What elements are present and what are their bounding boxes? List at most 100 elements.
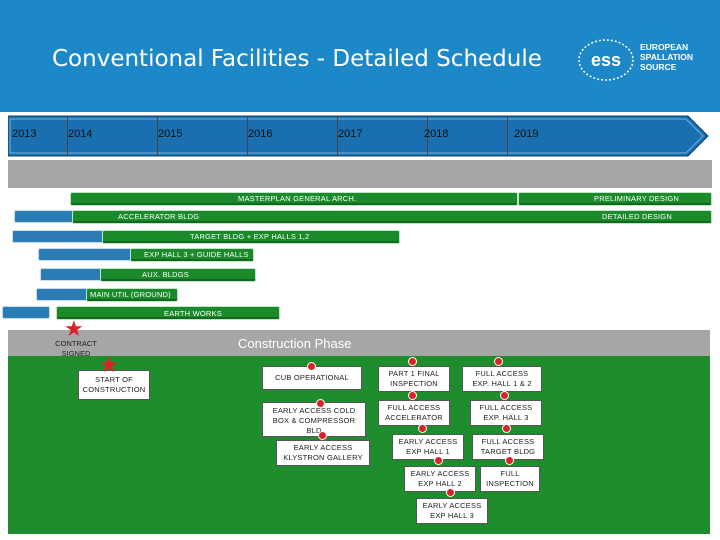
full-inspection-line-1: FULL: [500, 469, 520, 478]
exp-hall3-lead-bar: [38, 248, 132, 261]
logo-mark: ess: [591, 50, 621, 70]
detailed-design-label: DETAILED DESIGN: [602, 212, 672, 221]
early-cold-line-1: EARLY ACCESS COLD: [272, 406, 356, 415]
earth-works-bar: [56, 306, 280, 320]
full-accel-line-2: ACCELERATOR: [385, 413, 443, 422]
start-construction-line-2: CONSTRUCTION: [82, 385, 146, 394]
early-exp1-line-1: EARLY ACCESS: [398, 437, 458, 446]
logo-line-3: SOURCE: [640, 62, 677, 72]
aux-bldgs-lead-bar: [40, 268, 102, 281]
full-access-accelerator-dot-icon: [408, 391, 417, 400]
full-accel-line-1: FULL ACCESS: [387, 403, 441, 412]
full-exp3-line-2: EXP. HALL 3: [483, 413, 529, 422]
aux-bldgs-bar: [100, 268, 256, 282]
early-exp-hall1-dot-icon: [418, 424, 427, 433]
year-2013: 2013: [12, 128, 37, 140]
early-exp-hall2-dot-icon: [434, 456, 443, 465]
early-exp1-line-2: EXP HALL 1: [406, 447, 450, 456]
tick-2018: [427, 116, 428, 156]
full-target-line-2: TARGET BLDG: [480, 447, 536, 456]
earth-works-label: EARTH WORKS: [164, 309, 222, 318]
earth-works-lead-bar: [2, 306, 50, 319]
contract-signed-line-2: SIGNED: [61, 349, 91, 358]
accelerator-bldg-bar: [72, 210, 712, 224]
tick-2015: [157, 116, 158, 156]
year-2016: 2016: [248, 128, 273, 140]
full-exp12-line-2: EXP. HALL 1 & 2: [472, 379, 532, 388]
exp-hall3-label: EXP HALL 3 + GUIDE HALLS: [144, 250, 249, 259]
year-2017: 2017: [338, 128, 363, 140]
aux-bldgs-label: AUX. BLDGS: [142, 270, 190, 279]
preliminary-design-label: PRELIMINARY DESIGN: [594, 194, 680, 203]
logo-line-1: EUROPEAN: [640, 42, 689, 52]
full-target-line-1: FULL ACCESS: [481, 437, 535, 446]
year-2018: 2018: [424, 128, 449, 140]
early-exp-hall3-dot-icon: [446, 488, 455, 497]
early-exp2-line-1: EARLY ACCESS: [410, 469, 470, 478]
year-2019: 2019: [514, 128, 539, 140]
full-target-box: FULL ACCESS TARGET BLDG: [472, 434, 544, 460]
masterplan-bar: [70, 192, 518, 206]
part1-final-line-2: INSPECTION: [390, 379, 438, 388]
early-cold-dot-icon: [316, 399, 325, 408]
part1-final-box: PART 1 FINAL INSPECTION: [378, 366, 450, 392]
ess-logo: ess EUROPEAN SPALLATION SOURCE: [576, 30, 716, 90]
tick-2014: [67, 116, 68, 156]
accelerator-bldg-label: ACCELERATOR BLDG: [118, 212, 200, 221]
cub-operational-dot-icon: [307, 362, 316, 371]
tick-2017: [337, 116, 338, 156]
full-inspection-line-2: INSPECTION: [486, 479, 534, 488]
full-inspection-box: FULL INSPECTION: [480, 466, 540, 492]
tick-2016: [247, 116, 248, 156]
page-title: Conventional Facilities - Detailed Sched…: [52, 46, 542, 72]
contract-signed-label: CONTRACT SIGNED: [48, 339, 104, 359]
early-klystron-line-2: KLYSTRON GALLERY: [283, 453, 363, 462]
full-exp-hall3-box: FULL ACCESS EXP. HALL 3: [470, 400, 542, 426]
preliminary-design-bar: [518, 192, 712, 206]
start-construction-box: START OF CONSTRUCTION: [78, 370, 150, 400]
start-construction-star-icon: ★: [99, 352, 119, 377]
contract-signed-line-1: CONTRACT: [55, 339, 97, 348]
construction-phase-label: Construction Phase: [238, 336, 352, 351]
early-exp3-line-2: EXP HALL 3: [430, 511, 474, 520]
early-klystron-line-1: EARLY ACCESS: [293, 443, 353, 452]
gray-band: [8, 160, 712, 188]
part1-final-dot-icon: [408, 357, 417, 366]
early-exp3-line-1: EARLY ACCESS: [422, 501, 482, 510]
full-exp3-line-1: FULL ACCESS: [479, 403, 533, 412]
logo-wordmark: EUROPEAN SPALLATION SOURCE: [640, 42, 693, 72]
early-exp-hall3-box: EARLY ACCESS EXP HALL 3: [416, 498, 488, 524]
ess-logo-icon: ess: [578, 39, 634, 81]
main-util-label: MAIN UTIL (GROUND): [90, 290, 171, 299]
early-exp-hall2-box: EARLY ACCESS EXP HALL 2: [404, 466, 476, 492]
target-bldg-bar: [102, 230, 400, 244]
accelerator-lead-bar: [14, 210, 74, 223]
year-2015: 2015: [158, 128, 183, 140]
early-exp-hall1-box: EARLY ACCESS EXP HALL 1: [392, 434, 464, 460]
contract-signed-star-icon: ★: [64, 316, 84, 341]
main-util-lead-bar: [36, 288, 88, 301]
logo-line-2: SPALLATION: [640, 52, 694, 62]
masterplan-label: MASTERPLAN GENERAL ARCH.: [238, 194, 357, 203]
full-exp-hall3-dot-icon: [500, 391, 509, 400]
early-cold-box: EARLY ACCESS COLD BOX & COMPRESSOR BLD: [262, 402, 366, 437]
part1-final-line-1: PART 1 FINAL: [388, 369, 440, 378]
early-exp2-line-2: EXP HALL 2: [418, 479, 462, 488]
construction-phase-bar: [8, 330, 710, 356]
full-exp-hall12-box: FULL ACCESS EXP. HALL 1 & 2: [462, 366, 542, 392]
exp-hall3-bar: [130, 248, 254, 262]
start-construction-line-1: START OF: [95, 375, 133, 384]
full-inspection-dot-icon: [505, 456, 514, 465]
target-bldg-label: TARGET BLDG + EXP HALLS 1,2: [190, 232, 310, 241]
early-klystron-dot-icon: [318, 431, 327, 440]
early-cold-line-3: BLD: [306, 426, 322, 435]
full-exp12-line-1: FULL ACCESS: [475, 369, 529, 378]
target-lead-bar: [12, 230, 104, 243]
timeline-arrow: [8, 115, 709, 157]
year-timeline: 2013 2014 2015 2016 2017 2018 2019: [8, 112, 720, 160]
year-2014: 2014: [68, 128, 93, 140]
header-banner: Conventional Facilities - Detailed Sched…: [0, 0, 720, 112]
main-util-bar: [86, 288, 178, 302]
early-klystron-box: EARLY ACCESS KLYSTRON GALLERY: [276, 440, 370, 466]
full-target-dot-icon: [502, 424, 511, 433]
